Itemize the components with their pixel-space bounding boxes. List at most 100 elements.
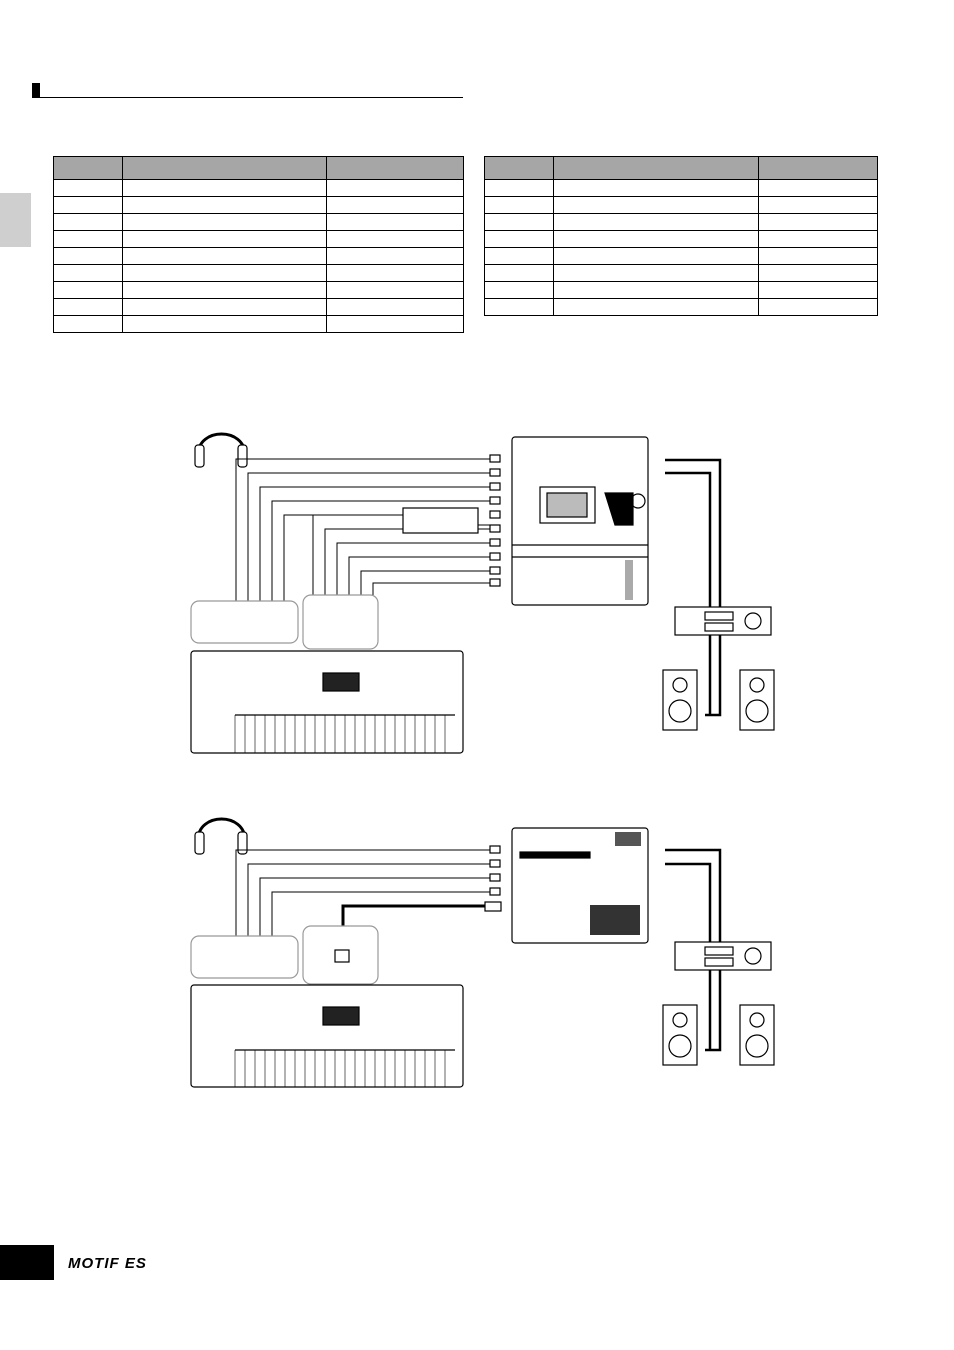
table-row [53,264,464,282]
table-cell [553,298,759,316]
table-cell [553,213,759,231]
table-cell [326,179,464,197]
audio-cables [235,849,490,940]
table-cell [484,264,554,282]
table-cell [326,213,464,231]
table-cell [326,264,464,282]
table-cell [53,213,123,231]
table-cell [553,264,759,282]
table-row [53,281,464,299]
table-cell [122,179,327,197]
table-cell [53,315,123,333]
table-cell [122,298,327,316]
table-header-cell [553,156,759,180]
speaker-icon [739,669,775,731]
amplifier-icon [674,941,772,971]
table-cell [53,230,123,248]
table-cell [326,247,464,265]
table-cell [326,230,464,248]
table-cell [53,247,123,265]
headphones-icon [194,817,248,855]
table-cell [326,281,464,299]
side-tab [0,193,31,247]
table-cell [758,298,878,316]
speaker-icon [662,1004,698,1066]
usb-cable [341,904,490,930]
speaker-icon [739,1004,775,1066]
table-cell [53,196,123,214]
speaker-icon [662,669,698,731]
spec-table-right [484,156,878,316]
effect-unit-icon [402,507,479,534]
table-cell [122,281,327,299]
table-row [53,298,464,316]
table-cell [53,179,123,197]
plug-icons [484,845,502,912]
table-cell [484,281,554,299]
table-row [484,196,878,214]
table-cell [553,230,759,248]
connection-diagram-mixer [190,432,775,754]
table-cell [484,213,554,231]
table-cell [484,247,554,265]
table-row [53,247,464,265]
table-header-cell [53,156,123,180]
section-marker [32,83,40,98]
table-cell [122,315,327,333]
motif-es-logo: MOTIF ES [68,1255,147,1272]
table-row [484,179,878,197]
table-row [53,196,464,214]
synthesizer-icon [190,650,464,754]
table-header-row [484,156,878,180]
table-cell [484,230,554,248]
table-row [53,315,464,333]
table-cell [326,298,464,316]
amplifier-icon [674,606,772,636]
section-rule [40,97,463,98]
table-cell [122,213,327,231]
table-cell [758,247,878,265]
table-cell [122,230,327,248]
table-cell [758,230,878,248]
svg-text:MOTIF ES: MOTIF ES [68,1255,147,1272]
table-cell [122,247,327,265]
digital-mixer-icon [511,436,649,606]
table-cell [122,196,327,214]
table-row [484,281,878,299]
table-cell [122,264,327,282]
table-cell [484,196,554,214]
table-cell [758,264,878,282]
spec-table-left [53,156,464,333]
table-cell [553,196,759,214]
synthesizer-icon [190,984,464,1088]
table-cell [484,298,554,316]
table-header-cell [326,156,464,180]
table-cell [553,179,759,197]
table-cell [553,247,759,265]
connection-diagram-recorder [190,817,775,1088]
table-header-cell [758,156,878,180]
table-row [53,230,464,248]
table-header-cell [484,156,554,180]
table-cell [326,196,464,214]
table-cell [553,281,759,299]
table-row [484,247,878,265]
table-cell [53,281,123,299]
table-cell [758,281,878,299]
table-row [484,298,878,316]
table-cell [326,315,464,333]
multitrack-recorder-icon [511,827,649,944]
usb-connector-icon [334,949,350,963]
page-number-box [0,1245,54,1280]
table-row [53,213,464,231]
table-row [484,230,878,248]
table-cell [758,179,878,197]
table-header-cell [122,156,327,180]
plug-icons [489,454,501,587]
table-cell [758,196,878,214]
table-header-row [53,156,464,180]
table-cell [53,264,123,282]
table-cell [758,213,878,231]
table-cell [484,179,554,197]
table-row [484,264,878,282]
